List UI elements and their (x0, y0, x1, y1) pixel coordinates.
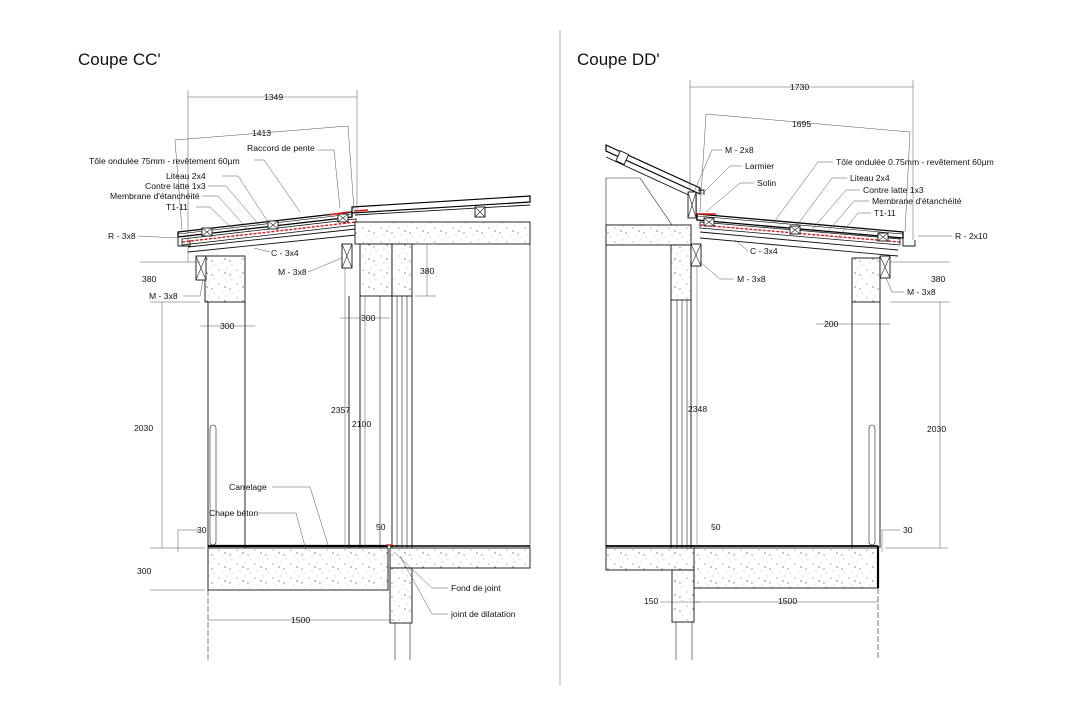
dim-50-dd: 50 (711, 522, 721, 532)
dim-300-wall: 300 (220, 321, 235, 331)
structure-cc (195, 221, 531, 660)
callouts-cc: Raccord de pente Tôle ondulée 75mm - rev… (89, 143, 516, 619)
label-joint-de-dilatation: joint de dilatation (450, 609, 516, 619)
label-contre-latte-dd: Contre latte 1x3 (863, 185, 924, 195)
dimensions-cc: 1349 1413 380 380 300 300 2357 2100 2030 (134, 90, 436, 625)
label-t111-dd: T1-11 (874, 208, 896, 218)
label-chevron-3x4-dd: C - 3x4 (750, 246, 778, 256)
section-dd-title: Coupe DD' (577, 50, 660, 69)
section-cc: Coupe CC' (78, 50, 531, 660)
dim-1695: 1695 (792, 119, 811, 129)
dim-1413: 1413 (252, 128, 271, 138)
dim-30-dd: 30 (903, 525, 913, 535)
dim-1500-dd: 1500 (778, 596, 797, 606)
dim-380-right: 380 (420, 266, 435, 276)
dim-30: 30 (197, 525, 207, 535)
label-solin: Solin (757, 178, 776, 188)
dim-50: 50 (376, 522, 386, 532)
label-t111: T1-11 (166, 202, 188, 212)
label-muralliere-3x8-upper: M - 3x8 (278, 267, 307, 277)
label-rive-3x8: R - 3x8 (108, 231, 136, 241)
roof-assembly-cc (177, 195, 531, 253)
dim-1500: 1500 (291, 615, 310, 625)
callouts-dd: M - 2x8 Larmier Solin Tôle ondulée 0.75m… (693, 145, 994, 297)
dim-2030-dd: 2030 (927, 424, 946, 434)
dim-2100: 2100 (352, 419, 371, 429)
dim-2348: 2348 (688, 404, 707, 414)
label-chape-beton: Chape béton (209, 508, 258, 518)
section-cc-title: Coupe CC' (78, 50, 161, 69)
label-liteau-dd: Liteau 2x4 (850, 173, 890, 183)
dim-380-left: 380 (142, 274, 157, 284)
roof-assembly-dd (605, 144, 916, 257)
dim-1349: 1349 (264, 92, 283, 102)
label-membrane: Membrane d'étanchéité (110, 191, 200, 201)
label-chevron-3x4: C - 3x4 (271, 248, 299, 258)
label-muralliere-3x8-dd-right: M - 3x8 (907, 287, 936, 297)
label-raccord-de-pente: Raccord de pente (247, 143, 315, 153)
label-membrane-dd: Membrane d'étanchéité (872, 196, 962, 206)
dim-2357: 2357 (331, 405, 350, 415)
dim-200: 200 (824, 319, 839, 329)
label-muralliere-3x8-dd-left: M - 3x8 (737, 274, 766, 284)
label-fond-de-joint: Fond de joint (451, 583, 501, 593)
label-rive-2x10: R - 2x10 (955, 231, 988, 241)
dim-1730: 1730 (790, 82, 809, 92)
label-tole-ondulee: Tôle ondulée 75mm - revêtement 60µm (89, 156, 240, 166)
label-tole-ondulee-dd: Tôle ondulée 0.75mm - revêtement 60µm (836, 157, 994, 167)
structure-dd (605, 191, 891, 660)
dim-380-dd: 380 (931, 274, 946, 284)
label-contre-latte: Contre latte 1x3 (145, 181, 206, 191)
label-liteau: Liteau 2x4 (166, 171, 206, 181)
dim-150: 150 (644, 596, 659, 606)
label-larmier: Larmier (745, 161, 774, 171)
label-m-2x8: M - 2x8 (725, 145, 754, 155)
dim-2030: 2030 (134, 423, 153, 433)
label-muralliere-3x8-lower: M - 3x8 (149, 291, 178, 301)
dim-300-slab: 300 (137, 566, 152, 576)
dim-300-wall-2: 300 (361, 313, 376, 323)
label-carrelage: Carrelage (229, 482, 267, 492)
section-dd: Coupe DD' (577, 50, 994, 660)
dimensions-dd: 1730 1695 380 200 2348 2030 50 30 150 15… (644, 80, 950, 606)
